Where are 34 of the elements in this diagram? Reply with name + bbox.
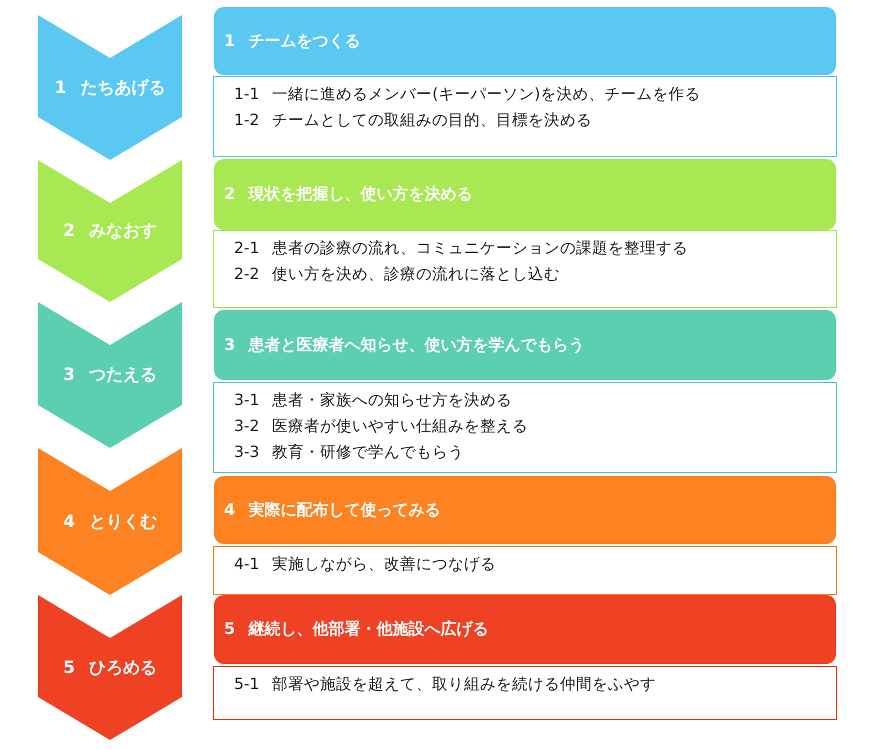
chevron-step bbox=[38, 448, 182, 595]
step-name: 5 ひろめる bbox=[62, 656, 158, 678]
chevron-step bbox=[38, 595, 182, 740]
step-header-box bbox=[214, 7, 836, 75]
chevron-step bbox=[38, 302, 182, 448]
task-item: 3-2 医療者が使いやすい仕組みを整える bbox=[234, 416, 528, 437]
step-name: 1 たちあげる bbox=[54, 76, 166, 98]
task-item: 3-3 教育・研修で学んでもらう bbox=[234, 442, 464, 463]
step-title: 5 継続し、他部署・他施設へ広げる bbox=[224, 619, 489, 640]
step-title: 2 現状を把握し、使い方を決める bbox=[224, 184, 473, 205]
step-name: 4 とりくむ bbox=[62, 510, 158, 532]
task-list-box bbox=[213, 76, 837, 157]
task-list-box bbox=[213, 666, 837, 720]
step-title: 3 患者と医療者へ知らせ、使い方を学んでもらう bbox=[224, 334, 585, 356]
task-item: 1-2 チームとしての取組みの目的、目標を決める bbox=[234, 110, 592, 131]
step-title: 1 チームをつくる bbox=[224, 30, 361, 52]
chevron-step bbox=[38, 15, 182, 160]
task-item: 1-1 一緒に進めるメンバー(キーパーソン)を決め、チームを作る bbox=[234, 84, 700, 105]
task-list-box bbox=[213, 230, 837, 308]
step-title: 4 実際に配布して使ってみる bbox=[224, 500, 441, 520]
task-item: 2-1 患者の診療の流れ、コミュニケーションの課題を整理する bbox=[234, 238, 688, 259]
task-list-box bbox=[213, 382, 837, 473]
task-item: 5-1 部署や施設を超えて、取り組みを続ける仲間をふやす bbox=[234, 674, 656, 695]
step-header-box bbox=[214, 595, 836, 664]
step-name: 2 みなおす bbox=[62, 220, 158, 242]
task-item: 2-2 使い方を決め、診療の流れに落とし込む bbox=[234, 264, 560, 285]
task-item: 3-1 患者・家族への知らせ方を決める bbox=[234, 390, 512, 411]
task-list-box bbox=[213, 546, 837, 595]
step-header-box bbox=[214, 310, 836, 380]
step-name: 3 つたえる bbox=[62, 364, 158, 386]
task-item: 4-1 実施しながら、改善につなげる bbox=[234, 554, 496, 575]
step-header-box bbox=[214, 476, 836, 544]
chevron-step bbox=[38, 160, 182, 302]
step-header-box bbox=[214, 159, 836, 230]
